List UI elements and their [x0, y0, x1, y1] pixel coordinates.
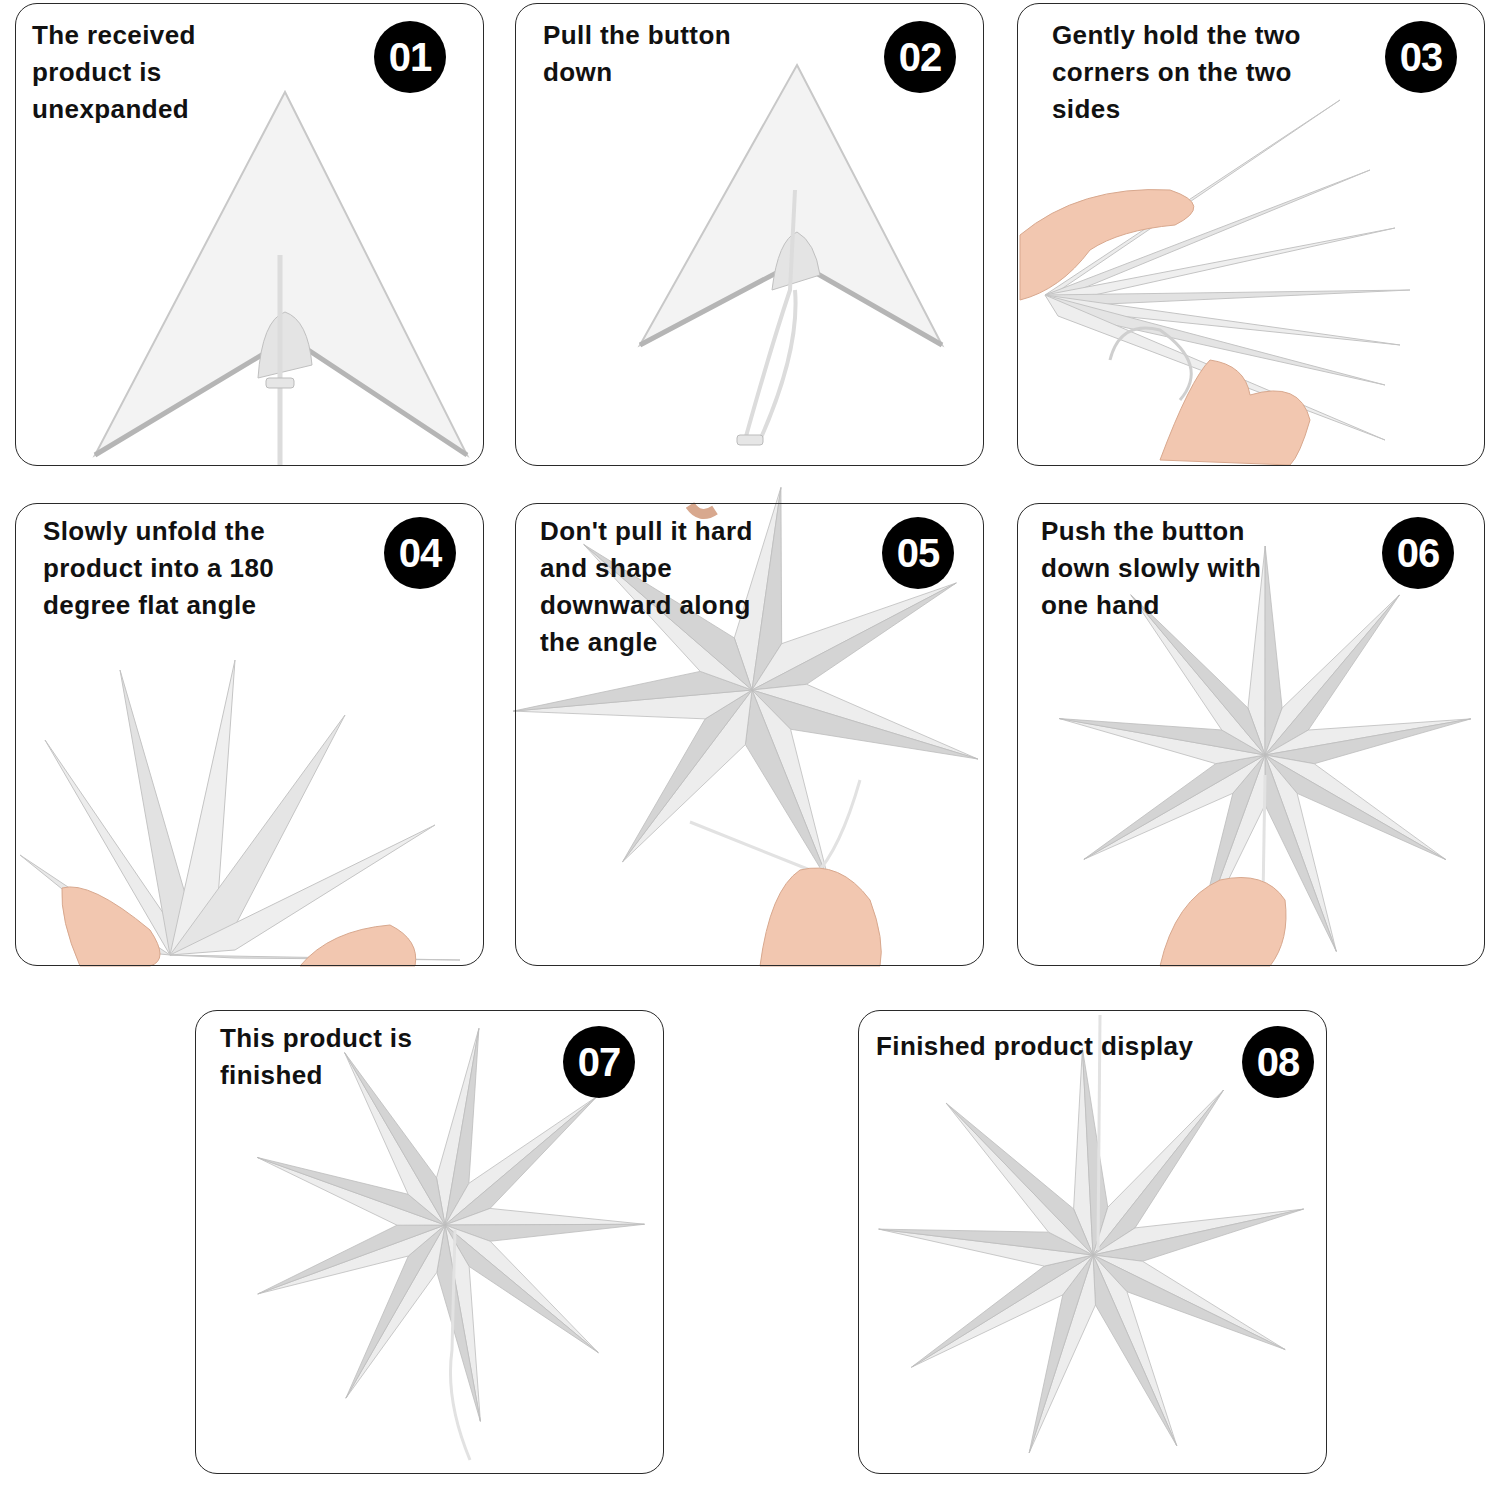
hanging-string — [450, 505, 1286, 1460]
step-number-badge: 03 — [1385, 21, 1457, 93]
step-number-badge: 04 — [384, 517, 456, 589]
star-facet — [1265, 719, 1471, 764]
star-facet — [445, 1096, 597, 1225]
folded-star — [640, 65, 942, 445]
star-facet — [911, 1255, 1093, 1367]
step-caption: Gently hold the two corners on the two s… — [1052, 17, 1342, 128]
step-panel: Slowly unfold the product into a 180 deg… — [15, 503, 484, 966]
step-caption: The received product is unexpanded — [32, 17, 232, 128]
step-caption: Don't pull it hard and shape downward al… — [540, 513, 790, 661]
step-caption: This product is finished — [220, 1020, 450, 1094]
star-facet — [1084, 755, 1265, 859]
star-facet — [437, 1225, 481, 1421]
step-number: 01 — [389, 35, 432, 80]
star-facet — [752, 583, 956, 690]
step-number: 06 — [1397, 531, 1440, 576]
star-facet — [946, 1103, 1093, 1255]
step-panel: Don't pull it hard and shape downward al… — [515, 503, 984, 966]
step-number-badge: 07 — [563, 1026, 635, 1098]
star-facet — [258, 1225, 445, 1294]
step-number: 08 — [1257, 1040, 1300, 1085]
step-number: 03 — [1400, 35, 1443, 80]
star-facet — [1093, 1255, 1177, 1446]
step-number-badge: 08 — [1242, 1026, 1314, 1098]
step-number: 07 — [578, 1040, 621, 1085]
star-facet — [1093, 1209, 1304, 1261]
star-facet — [345, 1053, 445, 1225]
star-facet — [445, 1096, 597, 1225]
step-caption: Pull the button down — [543, 17, 783, 91]
step-caption: Finished product display — [876, 1028, 1256, 1065]
fanning-star — [20, 660, 460, 966]
star-facet — [745, 690, 829, 883]
star-facet — [752, 583, 956, 690]
step-number: 05 — [897, 531, 940, 576]
star-facet — [946, 1103, 1093, 1255]
step-panel: The received product is unexpanded 01 — [15, 3, 484, 466]
step-panel: Pull the button down 02 — [515, 3, 984, 466]
star-group — [257, 487, 1471, 1452]
step-panel: Finished product display08 — [858, 1010, 1327, 1474]
step-number-badge: 02 — [884, 21, 956, 93]
star-facet — [1093, 1255, 1177, 1446]
star-facet — [911, 1255, 1093, 1367]
paper-star — [513, 487, 978, 883]
step-number: 04 — [399, 531, 442, 576]
step-panel: This product is finished 07 — [195, 1010, 664, 1474]
step-number-badge: 01 — [374, 21, 446, 93]
step-caption: Push the button down slowly with one han… — [1041, 513, 1306, 624]
star-facet — [1084, 755, 1265, 859]
star-facet — [345, 1053, 445, 1225]
star-facet — [445, 1208, 644, 1225]
step-panel: Gently hold the two corners on the two s… — [1017, 3, 1485, 466]
step-panel: Push the button down slowly with one han… — [1017, 503, 1485, 966]
step-number-badge: 06 — [1382, 517, 1454, 589]
step-number: 02 — [899, 35, 942, 80]
fanning-star — [1020, 100, 1410, 465]
star-facet — [258, 1225, 445, 1294]
step-number-badge: 05 — [882, 517, 954, 589]
paper-star — [879, 1048, 1304, 1453]
step-caption: Slowly unfold the product into a 180 deg… — [43, 513, 323, 624]
folded-star — [95, 92, 467, 465]
